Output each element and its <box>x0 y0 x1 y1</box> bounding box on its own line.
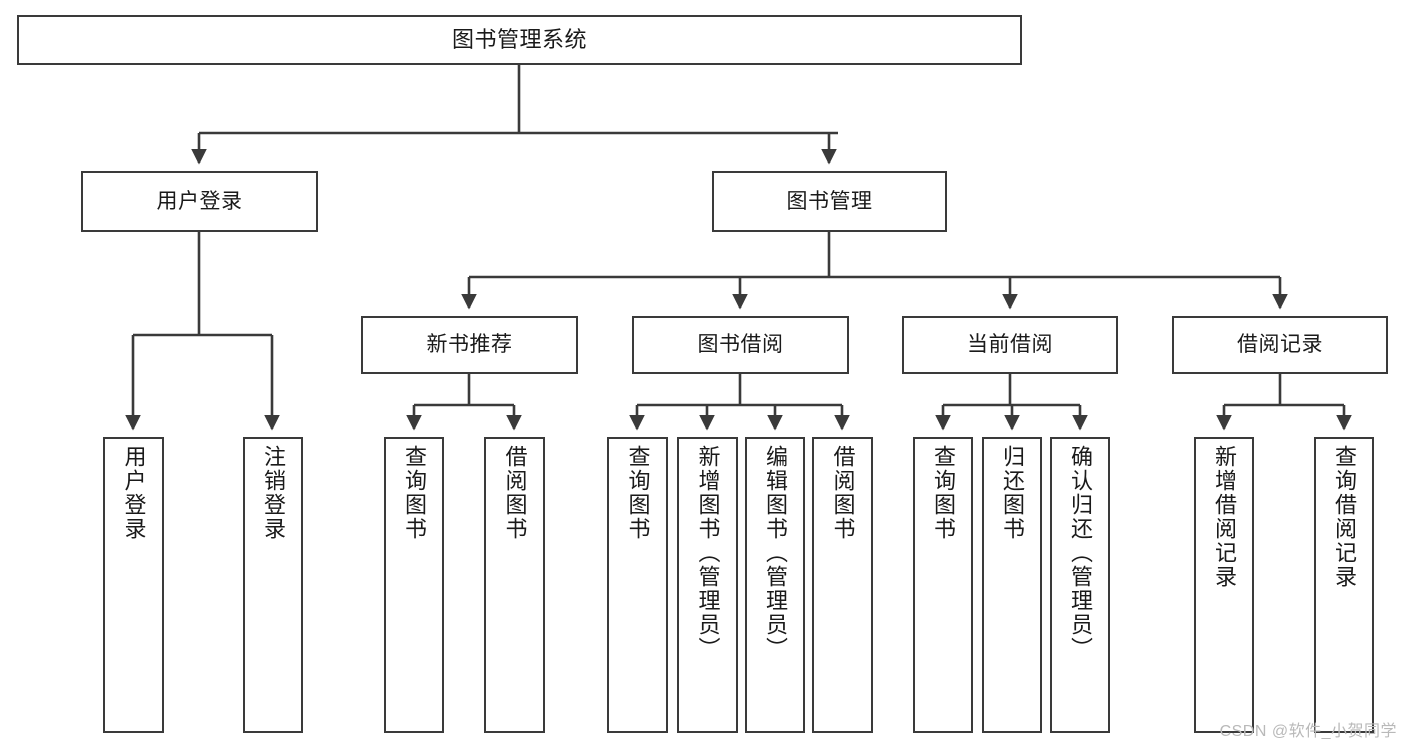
node-borrow-records-label: 借阅记录 <box>1237 333 1323 357</box>
node-borrow-records[interactable]: 借阅记录 <box>1172 316 1388 374</box>
node-user-login-label: 用户登录 <box>156 189 243 213</box>
leaf-query-borrow-record[interactable]: 查询借阅记录 <box>1314 437 1374 733</box>
node-new-book-recommendation[interactable]: 新书推荐 <box>361 316 578 374</box>
leaf-return-books-label: 归还图书 <box>1000 445 1025 541</box>
node-book-management[interactable]: 图书管理 <box>712 171 947 232</box>
leaf-add-book-admin-label: 新增图书（管理员） <box>695 445 721 661</box>
leaf-borrow-books-borrowing[interactable]: 借阅图书 <box>812 437 873 733</box>
leaf-user-login-label: 用户登录 <box>121 445 147 541</box>
watermark: CSDN @软件_小贺同学 <box>1219 723 1397 740</box>
leaf-borrow-books-borrowing-label: 借阅图书 <box>830 445 856 541</box>
leaf-borrow-books-recommend[interactable]: 借阅图书 <box>484 437 545 733</box>
leaf-borrow-books-recommend-label: 借阅图书 <box>502 445 528 541</box>
leaf-query-books-recommend-label: 查询图书 <box>402 445 427 541</box>
node-book-borrowing-label: 图书借阅 <box>697 333 784 357</box>
leaf-edit-book-admin[interactable]: 编辑图书（管理员） <box>745 437 805 733</box>
leaf-query-books-current-label: 查询图书 <box>931 445 956 541</box>
leaf-user-login[interactable]: 用户登录 <box>103 437 164 733</box>
node-book-management-label: 图书管理 <box>786 189 873 213</box>
leaf-confirm-return-admin[interactable]: 确认归还（管理员） <box>1050 437 1110 733</box>
leaf-add-book-admin[interactable]: 新增图书（管理员） <box>677 437 738 733</box>
node-root[interactable]: 图书管理系统 <box>17 15 1022 65</box>
leaf-edit-book-admin-label: 编辑图书（管理员） <box>763 445 788 661</box>
node-user-login[interactable]: 用户登录 <box>81 171 318 232</box>
leaf-return-books[interactable]: 归还图书 <box>982 437 1042 733</box>
node-root-label: 图书管理系统 <box>451 26 587 52</box>
leaf-query-books-recommend[interactable]: 查询图书 <box>384 437 444 733</box>
leaf-query-books-current[interactable]: 查询图书 <box>913 437 973 733</box>
node-current-borrowing-label: 当前借阅 <box>967 333 1053 357</box>
leaf-add-borrow-record[interactable]: 新增借阅记录 <box>1194 437 1254 733</box>
node-book-borrowing[interactable]: 图书借阅 <box>632 316 849 374</box>
node-new-book-recommendation-label: 新书推荐 <box>426 333 513 357</box>
leaf-logout-label: 注销登录 <box>261 445 286 541</box>
node-current-borrowing[interactable]: 当前借阅 <box>902 316 1118 374</box>
leaf-query-books-borrowing[interactable]: 查询图书 <box>607 437 668 733</box>
leaf-confirm-return-admin-label: 确认归还（管理员） <box>1068 445 1093 661</box>
leaf-query-borrow-record-label: 查询借阅记录 <box>1332 445 1357 589</box>
leaf-query-books-borrowing-label: 查询图书 <box>625 445 651 541</box>
leaf-logout[interactable]: 注销登录 <box>243 437 303 733</box>
leaf-add-borrow-record-label: 新增借阅记录 <box>1212 445 1237 589</box>
